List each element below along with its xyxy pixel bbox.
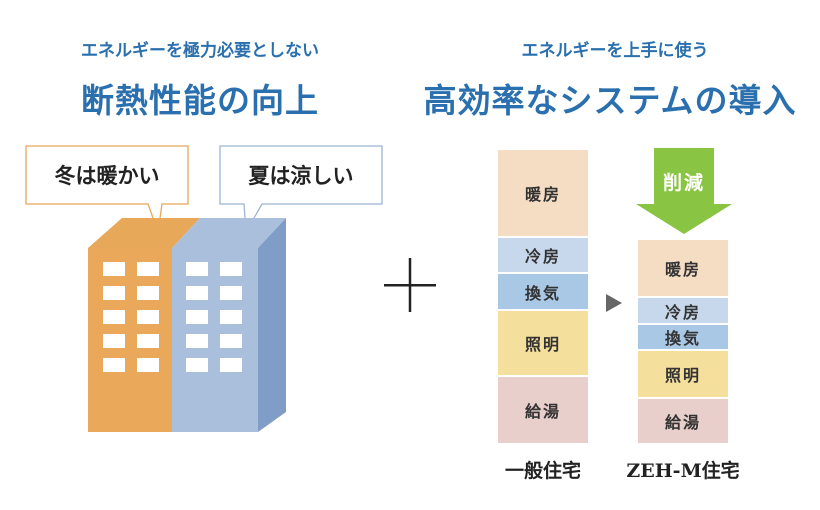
zeh-hot-water-block: 給湯 [638, 399, 728, 443]
right-subtitle: エネルギーを上手に使う [521, 41, 709, 61]
zeh-lighting-block: 照明 [638, 351, 728, 397]
blue-building [172, 218, 286, 432]
zeh-cooling-block: 冷房 [638, 298, 728, 323]
zeh-heating-block: 暖房 [638, 240, 728, 296]
reduction-arrow-icon [636, 148, 732, 234]
plus-icon [384, 258, 436, 312]
comparison-arrow-icon [606, 294, 622, 312]
general-house-caption: 一般住宅 [504, 460, 581, 482]
left-title: 断熱性能の向上 [81, 81, 319, 120]
right-title: 高効率なシステムの導入 [423, 81, 797, 120]
general-cooling-block: 冷房 [498, 238, 588, 272]
general-heating-block: 暖房 [498, 150, 588, 236]
bubble-winter-text: 冬は暖かい [54, 163, 160, 188]
zeh-house-caption: ZEH-M住宅 [626, 460, 740, 482]
blue-building-windows [186, 262, 242, 372]
bubble-summer-text: 夏は涼しい [248, 163, 354, 188]
general-hot-water-block: 給湯 [498, 377, 588, 443]
orange-building-windows [103, 262, 159, 372]
general-ventilation-block: 換気 [498, 274, 588, 309]
zeh-ventilation-block: 換気 [638, 325, 728, 349]
reduction-label: 削減 [662, 172, 705, 194]
left-subtitle: エネルギーを極力必要としない [81, 41, 319, 61]
general-lighting-block: 照明 [498, 311, 588, 375]
